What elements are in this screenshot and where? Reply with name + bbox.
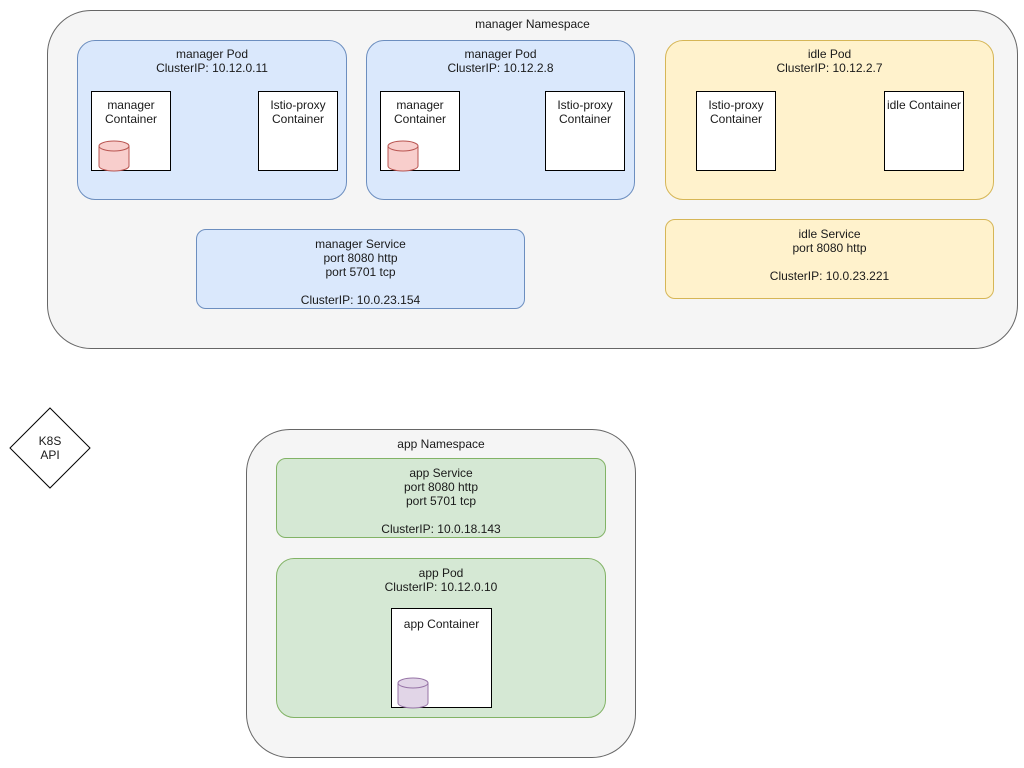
manager-pod-1: manager Pod ClusterIP: 10.12.0.11 manage… (77, 40, 347, 200)
app-pod: app Pod ClusterIP: 10.12.0.10 app Contai… (276, 558, 606, 718)
app-namespace-label: app Namespace (397, 437, 485, 451)
k8s-api-node: K8S API (9, 407, 91, 489)
manager-pod-2: manager Pod ClusterIP: 10.12.2.8 manager… (366, 40, 635, 200)
istio-proxy-container-idle-label: Istio-proxy Container (708, 98, 764, 126)
idle-container: idle Container (884, 91, 964, 171)
istio-proxy-container-1-label: Istio-proxy Container (270, 98, 326, 126)
app-service: app Service port 8080 http port 5701 tcp… (276, 458, 606, 538)
database-icon (98, 140, 130, 172)
istio-proxy-container-1: Istio-proxy Container (258, 91, 338, 171)
idle-container-label: idle Container (886, 98, 962, 112)
diamond-shape (9, 407, 91, 489)
manager-container-2: manager Container (380, 91, 460, 172)
app-pod-title: app Pod ClusterIP: 10.12.0.10 (384, 566, 498, 594)
idle-pod: idle Pod ClusterIP: 10.12.2.7 Istio-prox… (665, 40, 994, 200)
manager-service: manager Service port 8080 http port 5701… (196, 229, 525, 309)
idle-service-text: idle Service port 8080 http ClusterIP: 1… (769, 227, 890, 283)
istio-proxy-container-2: Istio-proxy Container (545, 91, 625, 171)
manager-container-1: manager Container (91, 91, 171, 172)
istio-proxy-container-idle: Istio-proxy Container (696, 91, 776, 171)
manager-pod-1-title: manager Pod ClusterIP: 10.12.0.11 (156, 47, 268, 75)
manager-service-text: manager Service port 8080 http port 5701… (300, 237, 421, 307)
manager-container-2-label: manager Container (393, 98, 447, 126)
k8s-api-label: K8S API (38, 434, 62, 462)
database-icon (397, 677, 429, 709)
idle-service: idle Service port 8080 http ClusterIP: 1… (665, 219, 994, 299)
istio-proxy-container-2-label: Istio-proxy Container (557, 98, 613, 126)
manager-pod-2-title: manager Pod ClusterIP: 10.12.2.8 (447, 47, 554, 75)
idle-pod-title: idle Pod ClusterIP: 10.12.2.7 (776, 47, 883, 75)
database-icon (387, 140, 419, 172)
manager-container-1-label: manager Container (104, 98, 158, 126)
app-service-text: app Service port 8080 http port 5701 tcp… (381, 466, 501, 536)
manager-namespace-label: manager Namespace (475, 17, 590, 31)
app-container-label: app Container (403, 617, 480, 631)
app-container: app Container (391, 608, 492, 709)
